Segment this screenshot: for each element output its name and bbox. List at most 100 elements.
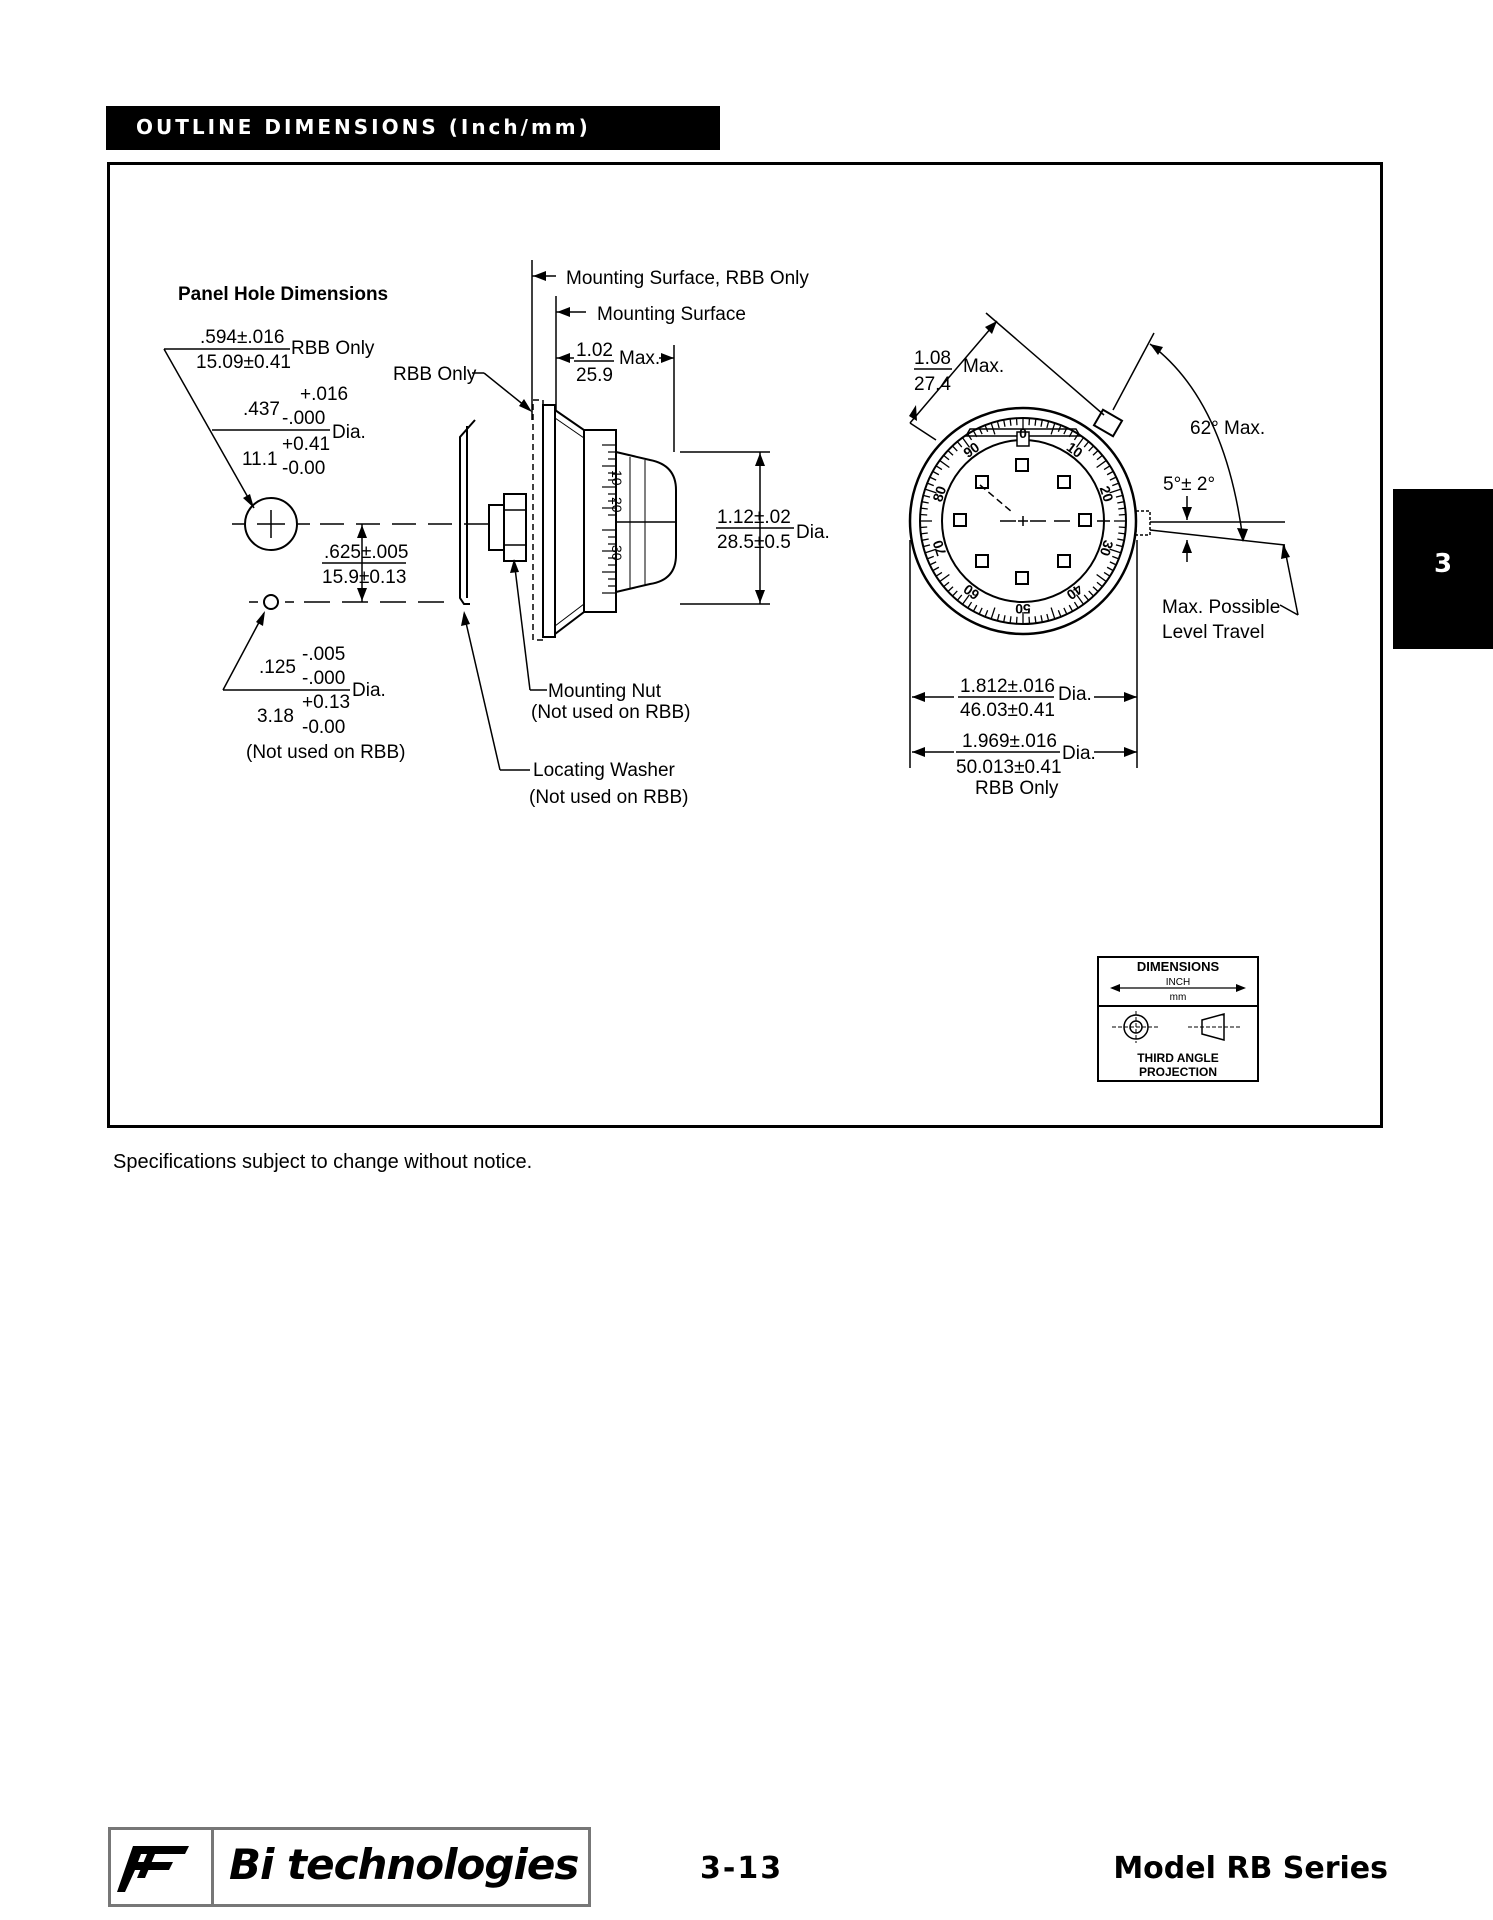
small-hole-not-used: (Not used on RBB) [246,742,405,763]
dial-tick [1009,616,1012,624]
dial-tick [1103,571,1111,577]
dial-front-view [908,406,1138,636]
hole-mm: 11.1 [242,449,278,470]
locating-washer-note: (Not used on RBB) [529,787,688,808]
small-hole-mm: 3.18 [257,706,294,727]
dial-number-0: 0 [1019,425,1027,441]
depth-inch: 1.02 [576,340,613,361]
dial-tick [932,566,940,572]
chapter-number: 3 [1433,549,1453,579]
dimensions-legend: DIMENSIONS INCH mm THIRD ANGLE PROJECTIO… [1097,956,1259,1082]
dial-tick [1088,445,1094,452]
dial-tick [1009,418,1012,426]
hole-inch: .437 [243,399,280,420]
dial-tick [923,544,931,548]
small-hole-tol-minus: -.000 [302,668,345,689]
dial-tick [1092,586,1099,592]
dial-tick [921,501,929,504]
dial-tick [978,607,983,615]
dial-tick [926,482,934,487]
dial-tick [1096,459,1107,469]
small-hole-mm-tol-minus: -0.00 [302,717,345,738]
lever-length-inch: 1.08 [914,348,951,369]
depth-max-label: Max. [619,348,660,369]
series-title: Model RB Series [1113,1851,1388,1886]
dial-tick [1115,544,1123,548]
dial-tick [1096,573,1107,583]
dial-tick [929,561,937,566]
locating-hole-circle [263,594,279,610]
locating-washer-label: Locating Washer [533,760,676,781]
small-hole-mm-tol-plus: +0.13 [302,692,350,713]
knob-back-plate [542,404,556,638]
dial-tick [1050,607,1056,620]
dial-tick [1040,615,1043,623]
legend-title: DIMENSIONS [1137,959,1220,974]
dial-tick [967,433,973,441]
dial-tick [1083,594,1090,601]
hole-mm-tol-minus: -0.00 [282,458,325,479]
dial-number-10: 10 [1064,439,1086,461]
panel-hole-title: Panel Hole Dimensions [178,284,388,305]
dial-tick [984,610,989,618]
legend-inch: INCH [1166,977,1190,988]
small-hole-inch: .125 [259,657,296,678]
dial-tick [967,601,973,609]
dial-tick [1109,548,1122,554]
legend-projection: PROJECTION [1139,1065,1217,1079]
dial-tick [1112,482,1120,487]
dial-tick [1118,532,1126,535]
dial-tick [972,604,978,612]
dial-dia-inch: 1.812±.016 [960,676,1055,697]
legend-mm: mm [1170,992,1187,1003]
dial-number-50: 50 [1015,601,1031,617]
dial-tick [1073,433,1079,441]
knob-dia-mm: 28.5±0.5 [717,532,791,553]
dial-tick [1117,501,1125,504]
dial-number-30: 30 [1097,538,1117,558]
dial-tick [920,507,928,510]
company-logo: Bi technologies [108,1827,591,1907]
dial-tick [1003,419,1006,427]
knob-dial-ring [583,429,617,613]
dial-tick [1057,610,1062,618]
page-number: 3-13 [700,1851,784,1886]
dial-tick [932,470,940,476]
mounting-nut [488,504,505,551]
dial-stop-nub [1135,510,1151,536]
dial-tick [961,594,971,605]
dial-tick [961,437,971,448]
lever-length-max: Max. [963,356,1004,377]
dial-tick [956,441,963,448]
dial-number-70: 70 [929,538,949,558]
dial-tick [943,581,950,588]
logo-text: Bi technologies [229,1840,579,1889]
lever-length-mm: 27.4 [914,374,951,395]
dial-tick [926,555,934,560]
dial-tick [929,476,937,481]
dial-tick [1109,488,1122,494]
dial-tick [952,445,958,452]
dial-lock-lever [1092,408,1124,438]
level-travel-label: Level Travel [1162,622,1264,643]
outline-drawing-frame [107,162,1383,1128]
spacing-mm: 15.9±0.13 [322,567,406,588]
dial-tick [1073,601,1079,609]
dial-tick [1096,454,1103,461]
dial-dia-label: Dia. [1058,684,1092,705]
dial-tick [923,494,931,498]
dial-tick [1118,507,1126,510]
dial-number-40: 40 [1064,581,1086,603]
dial-tick [943,454,950,461]
dial-tick [1112,555,1120,560]
hole-mm-tol-plus: +0.41 [282,434,330,455]
dial-tick [1109,561,1117,566]
dial-tick [1046,421,1050,429]
dial-tick [921,538,929,541]
dial-number-80: 80 [929,484,949,504]
knob-dia-label: Dia. [796,522,830,543]
dial-tick [1034,418,1037,426]
section-header: OUTLINE DIMENSIONS (Inch/mm) [106,106,720,150]
rbb-dia-inch: 1.969±.016 [962,731,1057,752]
dial-number-90: 90 [960,439,982,461]
